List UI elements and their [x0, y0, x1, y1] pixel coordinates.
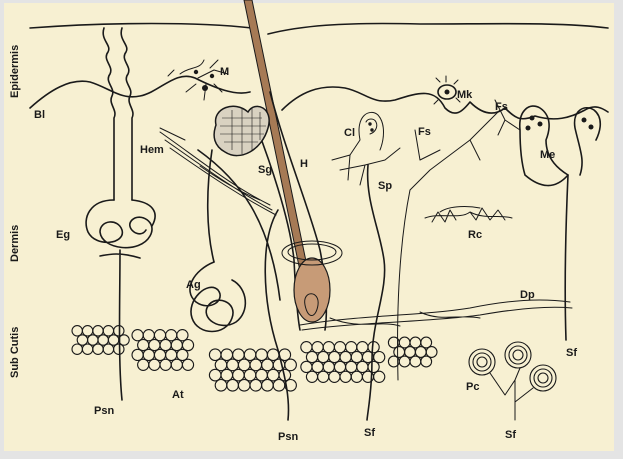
label-m: M [220, 66, 229, 78]
merkel-dot [582, 118, 587, 123]
layer-label-dermis: Dermis [9, 225, 21, 262]
label-cl: Cl [344, 127, 355, 139]
label-ag: Ag [186, 279, 201, 291]
label-h: H [300, 158, 308, 170]
label-me: Me [540, 149, 555, 161]
label-mk: Mk [457, 89, 473, 101]
merkel-dot [589, 125, 594, 130]
label-psn-left: Psn [94, 405, 114, 417]
label-hem: Hem [140, 144, 164, 156]
label-fs-left: Fs [418, 126, 431, 138]
label-pc: Pc [466, 381, 479, 393]
label-eg: Eg [56, 229, 70, 241]
merkel-dot [526, 126, 531, 131]
label-sf-mid: Sf [364, 427, 375, 439]
label-at: At [172, 389, 184, 401]
paper-background [4, 3, 614, 451]
layer-label-epidermis: Epidermis [9, 45, 21, 98]
label-psn-mid: Psn [278, 431, 298, 443]
merkel-dot [530, 116, 535, 121]
cell-dot [368, 122, 371, 125]
label-sf-right: Sf [566, 347, 577, 359]
cell-dot [370, 128, 373, 131]
label-rc: Rc [468, 229, 482, 241]
label-fs-right: Fs [495, 101, 508, 113]
label-sg: Sg [258, 164, 272, 176]
label-bl: Bl [34, 109, 45, 121]
merkel-dot [538, 122, 543, 127]
layer-label-subcutis: Sub Cutis [9, 327, 21, 378]
label-dp: Dp [520, 289, 535, 301]
hair-bulb [294, 258, 330, 322]
label-sf-bottom: Sf [505, 429, 516, 441]
label-sp: Sp [378, 180, 392, 192]
